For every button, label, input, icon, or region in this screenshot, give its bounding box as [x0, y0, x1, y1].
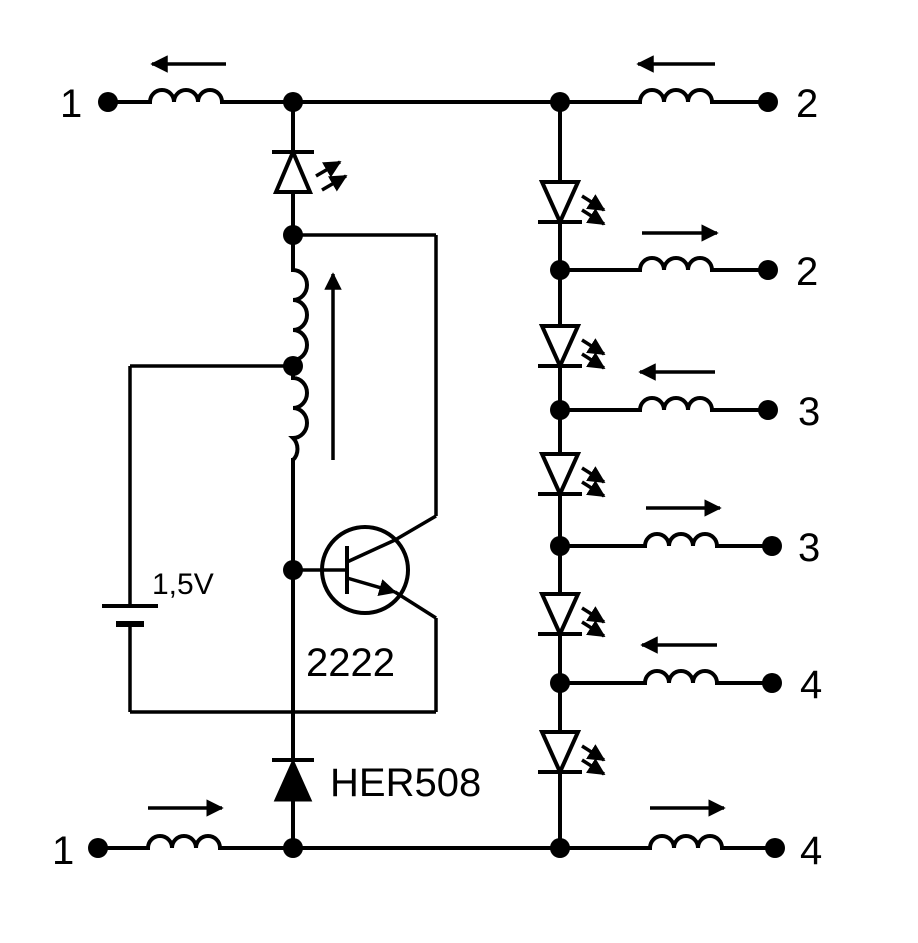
transistor-icon	[320, 525, 410, 615]
diode-label: HER508	[330, 761, 481, 805]
transistor-label: 2222	[306, 641, 395, 685]
terminal-label-left-top: 1	[60, 82, 82, 126]
battery-icon	[102, 604, 158, 627]
led-icon	[538, 180, 606, 227]
led-icon	[538, 730, 606, 777]
coil-icon	[146, 88, 724, 849]
led-icon	[272, 146, 348, 194]
terminal-label-right-3: 3	[798, 390, 820, 434]
terminal-label-right-4: 3	[798, 526, 820, 570]
diode-icon	[272, 758, 314, 802]
arrow-icon	[148, 55, 726, 817]
terminal-label-left-bottom: 1	[52, 829, 74, 873]
junction-dots	[283, 92, 570, 858]
led-icon	[538, 592, 606, 639]
terminal-label-right-1: 2	[796, 82, 818, 126]
led-icon	[538, 324, 606, 371]
terminal-label-right-6: 4	[800, 829, 822, 873]
terminal-label-right-5: 4	[800, 663, 822, 707]
terminal-label-right-2: 2	[796, 250, 818, 294]
wires	[96, 100, 777, 850]
battery-voltage-label: 1,5V	[152, 568, 214, 601]
terminal-dots	[88, 92, 785, 858]
led-icon	[538, 452, 606, 499]
